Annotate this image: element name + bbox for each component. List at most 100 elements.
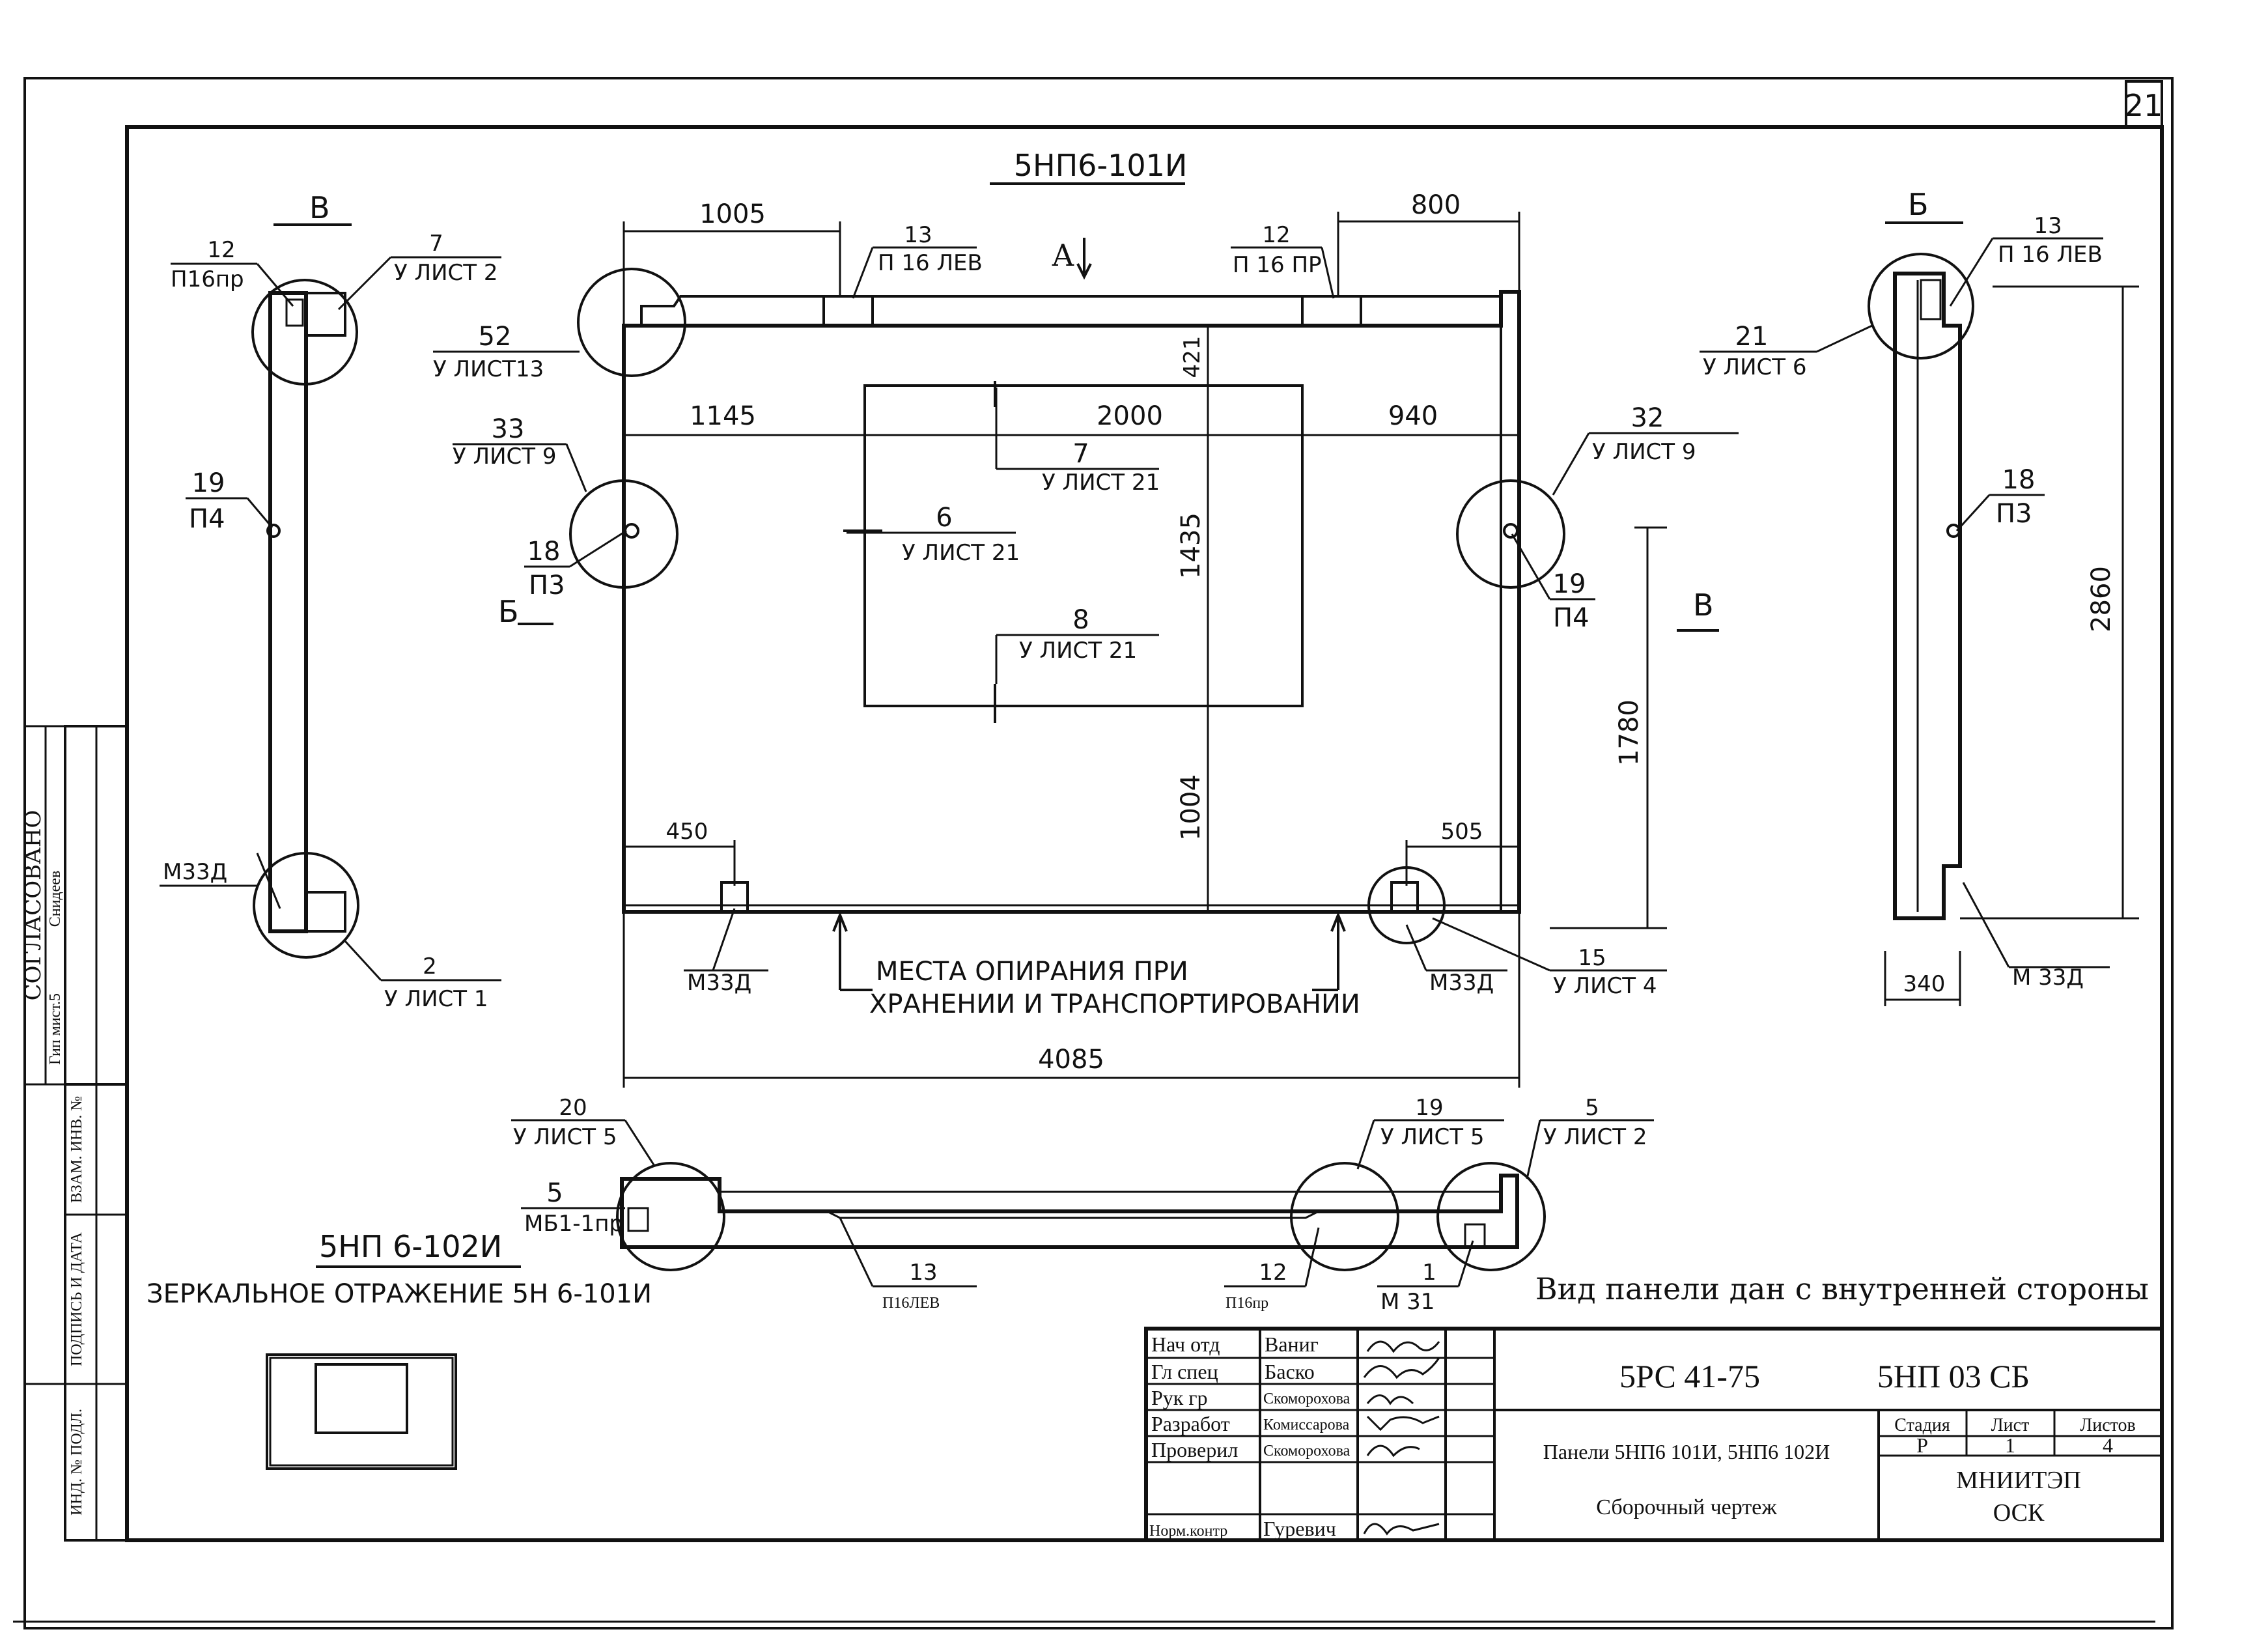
support-note-line2: ХРАНЕНИИ И ТРАНСПОРТИРОВАНИИ [869,989,1360,1019]
tb-role-1: Нач отд [1151,1333,1220,1356]
callout-20: 20 [559,1095,587,1121]
callout-21-sub: У ЛИСТ 6 [1703,354,1806,380]
detail-circle-5-bot [1436,1162,1546,1271]
detail-circle-7-left [251,279,358,386]
callout-19-right-sub: П4 [1553,603,1589,633]
tb-role-4: Разработ [1151,1412,1230,1435]
signature-3 [1366,1394,1414,1405]
callout-12-top-sub: П 16 ПР [1233,252,1322,278]
tb-sheets-v: 4 [2103,1433,2113,1457]
callout-18-right-sub: П3 [1996,499,2032,529]
dim-1145: 1145 [690,401,756,431]
dim-1435: 1435 [1176,513,1206,579]
callout-15: 15 [1578,945,1606,971]
callout-12-bot-sub: П16пр [1225,1295,1268,1312]
tb-name-5: Скоморохова [1263,1443,1351,1460]
section-marker-b-right: Б [1908,187,1929,222]
callout-1-sub: М 31 [1380,1289,1435,1315]
callout-m33-br: М33Д [1429,970,1494,996]
tb-name-3: Скоморохова [1263,1390,1351,1407]
dim-1005: 1005 [699,199,766,229]
callout-52-sub: У ЛИСТ13 [433,356,544,382]
callout-19-left: 19 [192,468,225,498]
callout-19-left-sub: П4 [189,504,225,534]
right-section-view: Б 2860 340 [1868,187,2139,1006]
dim-421: 421 [1179,336,1205,378]
callout-6-mid-sub: У ЛИСТ 21 [902,540,1020,566]
tb-role-5: Проверил [1151,1438,1238,1461]
callout-12-top: 12 [1262,222,1290,248]
callout-13-bot: 13 [909,1260,937,1286]
dim-505: 505 [1441,819,1483,845]
callout-5-bot-sub: У ЛИСТ 2 [1543,1124,1647,1150]
callout-2-left-sub: У ЛИСТ 1 [384,986,488,1012]
dim-450: 450 [666,819,708,845]
lifting-loop-right [1301,295,1362,327]
callout-8-mid-sub: У ЛИСТ 21 [1019,638,1137,664]
tb-role-3: Рук гр [1151,1386,1207,1409]
tb-name-2: Баско [1265,1360,1315,1383]
page-number-box [2125,80,2163,128]
callout-13-bot-sub: П16ЛЕВ [882,1295,940,1312]
bottom-plan-view [616,1162,1546,1271]
window-opening [863,384,1304,707]
hole-left [624,523,639,539]
support-places: МЕСТА ОПИРАНИЯ ПРИ ХРАНЕНИИ И ТРАНСПОРТИ… [832,911,1360,1019]
detail-circle-32 [1456,479,1565,589]
tb-org2: ОСК [1993,1499,2045,1527]
lifting-loop-left [822,295,874,327]
main-panel-view [569,268,1565,944]
detail-circle-33 [569,479,679,589]
dim-1004: 1004 [1176,774,1206,841]
callouts-right: 13 П 16 ЛЕВ 21 У ЛИСТ 6 18 П3 М 33Д [1700,213,2110,991]
callout-13-right-sub: П 16 ЛЕВ [1998,242,2103,268]
callout-7-mid: 7 [1072,439,1089,469]
embedded-m33-left [720,881,749,913]
callouts-bottom: 20 У ЛИСТ 5 19 У ЛИСТ 5 5 У ЛИСТ 2 5 МБ1… [511,1095,1654,1315]
mirror-note: ЗЕРКАЛЬНОЕ ОТРАЖЕНИЕ 5Н 6-101И [147,1279,652,1309]
callout-32: 32 [1631,403,1664,433]
callout-19-right: 19 [1553,569,1586,599]
callouts-main: 13 П 16 ЛЕВ 12 П 16 ПР 52 У ЛИСТ13 33 У … [433,222,1739,999]
dim-340: 340 [1903,971,1946,997]
tb-org1: МНИИТЭП [1956,1467,2081,1494]
detail-circle-13-right [1868,253,1974,360]
callout-12-left-sub: П16пр [171,266,244,292]
callout-12-bot: 12 [1259,1260,1287,1286]
signature-5 [1366,1445,1420,1458]
tb-role-2: Гл спец [1151,1360,1218,1383]
tb-name-7: Гуревич [1263,1517,1336,1540]
detail-circle-2-left [253,852,359,959]
dim-800: 800 [1411,190,1461,220]
callout-7-left: 7 [429,231,443,257]
detail-circle-52 [577,268,686,377]
stamp-agreed: СОГЛАСОВАНО [20,810,46,1001]
tb-drawing-type: Сборочный чертеж [1596,1495,1777,1519]
outer-frame [23,77,2174,1629]
hole-right [1503,523,1519,539]
tb-sheet-v: 1 [2005,1433,2015,1457]
view-note: Вид панели дан с внутренней стороны [1535,1271,2149,1306]
stamp-inv-no: ИНД. № ПОДЛ. [68,1409,85,1516]
dim-4085: 4085 [1038,1045,1104,1075]
section-marker-b-left: В [309,190,330,225]
tb-stage-h: Стадия [1894,1415,1950,1435]
callout-5-mb-sub: МБ1-1пр [524,1211,623,1237]
callout-6-mid: 6 [936,503,952,533]
tb-doc-code: 5РС 41-75 [1619,1358,1760,1394]
detail-circle-19-bot [1290,1162,1399,1271]
callout-33: 33 [492,414,525,444]
main-title: 5НП6-101И [1014,148,1188,183]
stamp-row1: Гип мист.5 [47,993,64,1065]
callout-19-bot: 19 [1415,1095,1443,1121]
stamp-row1-name: Снидеев [47,871,64,927]
mid-dimensions: 1145 2000 940 421 1435 1004 1780 450 505… [623,326,1667,1088]
dim-1780: 1780 [1614,699,1644,766]
callout-8-mid: 8 [1072,605,1089,635]
signature-4 [1366,1415,1440,1432]
signature-7 [1363,1523,1440,1536]
callout-15-sub: У ЛИСТ 4 [1553,973,1657,999]
callout-19-bot-sub: У ЛИСТ 5 [1380,1124,1484,1150]
callout-5-mb: 5 [546,1178,563,1208]
